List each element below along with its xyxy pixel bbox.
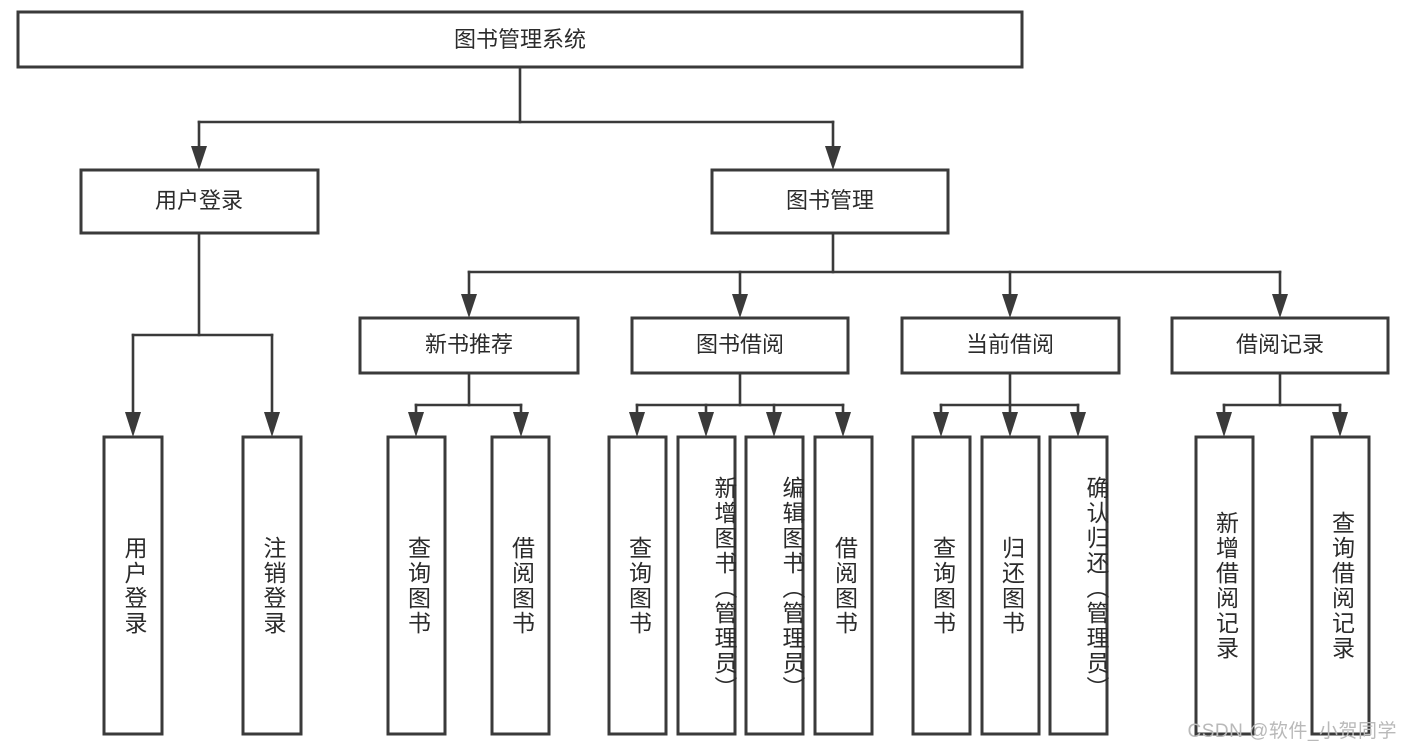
leaf-box-add-book-admin[interactable] <box>676 435 737 736</box>
node-new-book-recommend-label: 新书推荐 <box>425 332 513 357</box>
csdn-watermark: CSDN @软件_小贺同学 <box>1187 721 1397 742</box>
leaf-box-borrow-book-recommend[interactable] <box>490 435 551 736</box>
node-root-system-label: 图书管理系统 <box>454 27 586 52</box>
leaf-box-borrow-book[interactable] <box>813 435 874 736</box>
node-new-book-recommend[interactable] <box>358 316 580 375</box>
node-book-management-label: 图书管理 <box>786 188 874 213</box>
connector-currentborrow-to-leaves <box>933 371 1086 437</box>
connector-borrowrecord-to-leaves <box>1216 371 1348 437</box>
connector-userlogin-to-leaves <box>125 231 280 437</box>
node-book-borrow[interactable] <box>630 316 850 375</box>
leaf-box-user-login[interactable] <box>102 435 164 736</box>
connector-bookborrow-to-leaves <box>629 371 851 437</box>
connector-root-to-level2 <box>191 65 841 170</box>
leaf-box-query-book-current[interactable] <box>911 435 972 736</box>
leaf-box-edit-book-admin[interactable] <box>744 435 805 736</box>
node-user-login[interactable] <box>79 168 320 235</box>
connector-newbook-to-leaves <box>408 371 529 437</box>
node-book-management[interactable] <box>710 168 950 235</box>
node-borrow-record[interactable] <box>1170 316 1390 375</box>
node-user-login-label: 用户登录 <box>155 188 243 213</box>
node-root-system[interactable] <box>16 10 1024 69</box>
node-current-borrow[interactable] <box>900 316 1121 375</box>
leaf-box-confirm-return-admin[interactable] <box>1048 435 1109 736</box>
leaf-box-query-book-recommend[interactable] <box>386 435 447 736</box>
leaf-box-add-borrow-record[interactable] <box>1194 435 1255 736</box>
node-current-borrow-label: 当前借阅 <box>966 332 1054 357</box>
leaf-box-query-borrow-record[interactable] <box>1310 435 1371 736</box>
leaf-box-query-book-borrow[interactable] <box>607 435 668 736</box>
connector-bookmgmt-to-level3 <box>461 231 1288 318</box>
leaf-box-return-book[interactable] <box>980 435 1041 736</box>
node-borrow-record-label: 借阅记录 <box>1236 332 1324 357</box>
leaf-box-logout[interactable] <box>241 435 303 736</box>
node-book-borrow-label: 图书借阅 <box>696 332 784 357</box>
